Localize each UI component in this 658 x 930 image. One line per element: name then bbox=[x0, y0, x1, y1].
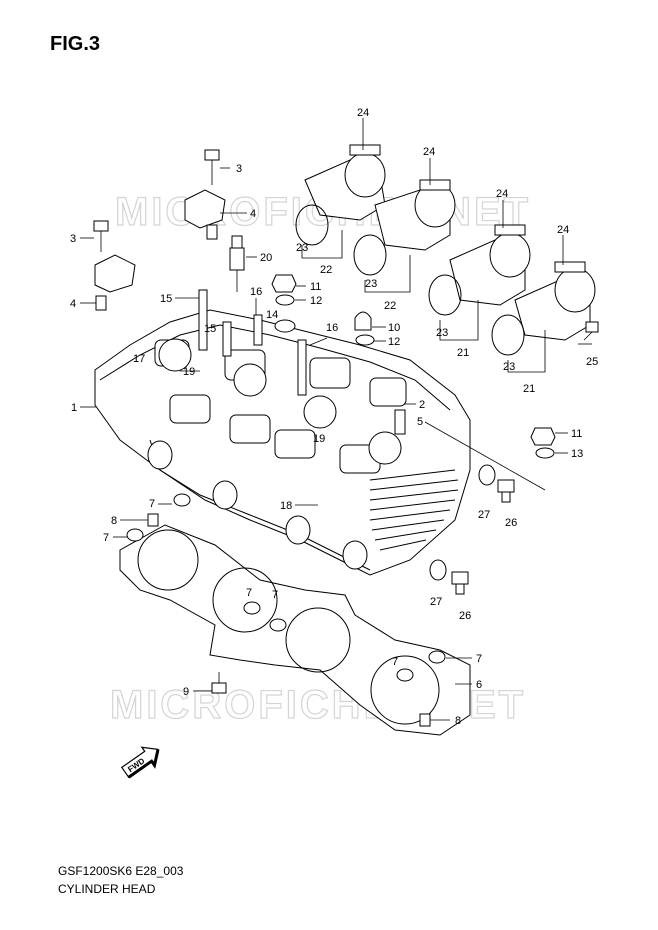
figure-code: GSF1200SK6 E28_003 bbox=[58, 864, 184, 878]
callout-label: 9 bbox=[183, 686, 189, 698]
head-gasket bbox=[119, 524, 471, 736]
bracket-4a bbox=[184, 189, 226, 240]
bracket-22b bbox=[364, 255, 411, 293]
washer-12b bbox=[355, 334, 375, 346]
callout-label: 24 bbox=[496, 188, 508, 200]
callout-label: 4 bbox=[70, 298, 76, 310]
cam-chain-guide-bolt-3b bbox=[93, 220, 109, 252]
callout-label: 5 bbox=[417, 416, 423, 428]
callout-label: 16 bbox=[326, 322, 338, 334]
callout-label: 7 bbox=[103, 532, 109, 544]
callout-label: 7 bbox=[272, 589, 278, 601]
callout-label: 19 bbox=[313, 433, 325, 445]
callout-label: 23 bbox=[436, 327, 448, 339]
washer-14 bbox=[274, 319, 296, 333]
callout-label: 26 bbox=[459, 610, 471, 622]
cap-nut-10 bbox=[354, 311, 372, 331]
callout-label: 8 bbox=[111, 515, 117, 527]
bracket-21a bbox=[439, 300, 479, 341]
leader-lines bbox=[80, 118, 592, 721]
callout-label: 27 bbox=[430, 596, 442, 608]
callout-label: 23 bbox=[365, 278, 377, 290]
callout-label: 1 bbox=[71, 402, 77, 414]
nut-11b bbox=[530, 427, 556, 446]
callout-label: 24 bbox=[357, 107, 369, 119]
callout-label: 27 bbox=[478, 509, 490, 521]
callout-label: 12 bbox=[310, 295, 322, 307]
callout-labels: 24 3 24 4 24 3 23 22 20 24 23 22 11 4 15… bbox=[70, 107, 598, 727]
callout-label: 21 bbox=[523, 383, 535, 395]
callout-label: 22 bbox=[320, 264, 332, 276]
plug-26b bbox=[451, 571, 469, 595]
callout-label: 14 bbox=[266, 309, 278, 321]
callout-label: 7 bbox=[246, 587, 252, 599]
washer-27a bbox=[478, 464, 496, 486]
callout-label: 20 bbox=[260, 252, 272, 264]
cylinder-head bbox=[94, 309, 471, 576]
bolt-25 bbox=[583, 321, 599, 341]
callout-label: 18 bbox=[280, 500, 292, 512]
intake-pipe-4 bbox=[491, 261, 596, 356]
callout-label: 24 bbox=[423, 146, 435, 158]
fwd-arrow-icon: FWD bbox=[120, 746, 160, 779]
bracket-22a bbox=[301, 230, 343, 259]
washer-13 bbox=[535, 447, 555, 459]
callout-label: 25 bbox=[586, 356, 598, 368]
plug-26a bbox=[497, 479, 515, 503]
callout-label: 3 bbox=[236, 163, 242, 175]
figure-footer: GSF1200SK6 E28_003 CYLINDER HEAD bbox=[58, 862, 183, 898]
callout-label: 12 bbox=[388, 336, 400, 348]
spark-plug-20 bbox=[229, 235, 245, 292]
callout-label: 23 bbox=[503, 361, 515, 373]
callout-label: 7 bbox=[476, 653, 482, 665]
callout-label: 11 bbox=[571, 428, 582, 440]
callout-label: 26 bbox=[505, 517, 517, 529]
callout-label: 19 bbox=[183, 366, 195, 378]
callout-label: 11 bbox=[310, 281, 321, 293]
callout-label: 7 bbox=[149, 498, 155, 510]
callout-label: 13 bbox=[571, 448, 583, 460]
callout-label: 3 bbox=[70, 233, 76, 245]
callout-label: 10 bbox=[388, 322, 400, 334]
washer-27b bbox=[429, 559, 447, 581]
bolt-9 bbox=[211, 672, 227, 694]
callout-label: 6 bbox=[476, 679, 482, 691]
callout-label: 15 bbox=[160, 293, 172, 305]
figure-title: FIG.3 bbox=[50, 33, 101, 55]
callout-label: 17 bbox=[133, 353, 145, 365]
cam-chain-guide-bolt-3a bbox=[204, 149, 220, 185]
callout-label: 2 bbox=[419, 399, 425, 411]
callout-label: 16 bbox=[250, 286, 262, 298]
stud-16 bbox=[253, 314, 307, 396]
bracket-21b bbox=[507, 330, 546, 373]
callout-label: 15 bbox=[204, 323, 216, 335]
callout-label: 21 bbox=[457, 347, 469, 359]
intake-pipe-1 bbox=[295, 144, 386, 246]
oil-jet-2 bbox=[394, 409, 406, 435]
intake-pipe-3 bbox=[428, 224, 531, 316]
figure-name: CYLINDER HEAD bbox=[58, 882, 156, 896]
stud-15 bbox=[198, 289, 232, 357]
washer-12a bbox=[275, 294, 295, 306]
callout-label: 4 bbox=[250, 208, 256, 220]
callout-label: 23 bbox=[296, 242, 308, 254]
callout-label: 8 bbox=[455, 715, 461, 727]
intake-pipe-2 bbox=[353, 179, 456, 276]
callout-label: 24 bbox=[557, 224, 569, 236]
callout-label: 7 bbox=[392, 656, 398, 668]
bracket-4b bbox=[94, 254, 136, 311]
callout-label: 22 bbox=[384, 300, 396, 312]
dowel-pins-7 bbox=[126, 493, 446, 682]
nut-11a bbox=[271, 274, 297, 293]
